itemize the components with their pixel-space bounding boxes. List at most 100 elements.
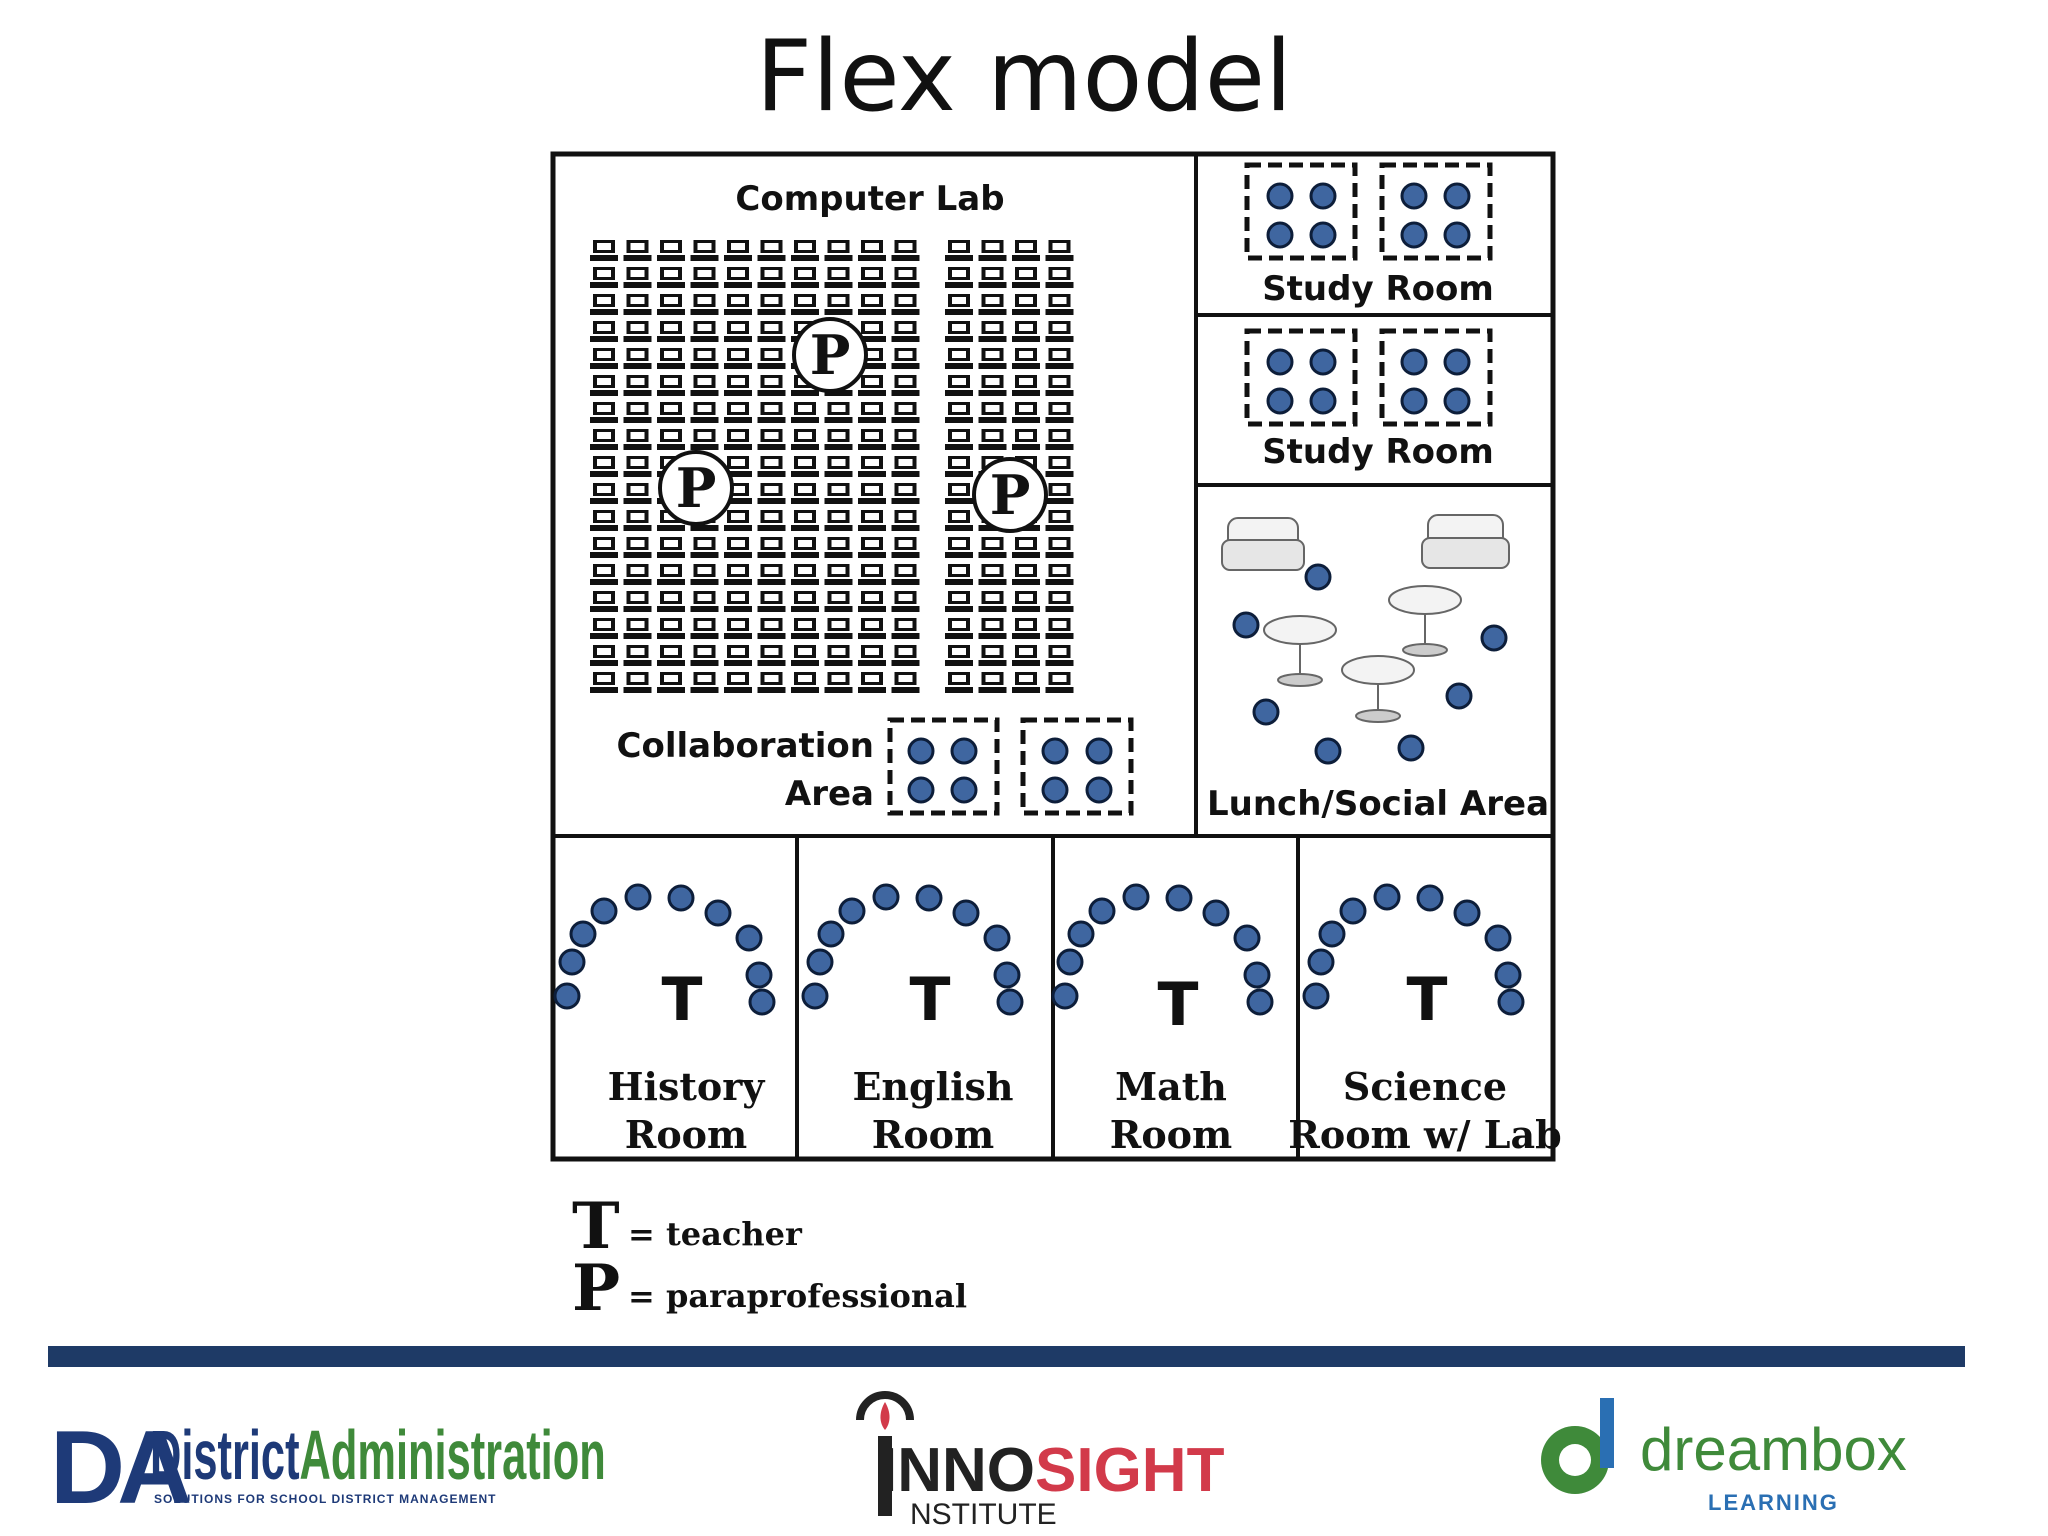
computer-icon: [945, 267, 973, 288]
computer-icon: [978, 375, 1007, 396]
innosight-part1: INNO: [880, 1436, 1035, 1505]
computer-icon: [657, 321, 685, 342]
computer-icon: [945, 348, 973, 369]
student-seat: [801, 982, 829, 1010]
computer-icon: [1012, 348, 1040, 369]
computer-icon: [623, 240, 652, 261]
computer-icon: [590, 510, 618, 531]
computer-icon: [1012, 591, 1040, 612]
student-seat: [1480, 624, 1508, 652]
dreambox-d-icon: [1541, 1398, 1614, 1494]
computer-icon: [891, 402, 920, 423]
computer-icon: [945, 456, 973, 477]
p-mark: P: [810, 323, 851, 387]
computer-icon: [590, 537, 618, 558]
student-seat: [983, 924, 1011, 952]
student-seat: [1246, 988, 1274, 1016]
computer-icon: [891, 645, 920, 666]
computer-icon: [945, 510, 973, 531]
computer-icon: [1045, 483, 1074, 504]
student-seat: [1443, 182, 1471, 210]
science-room-label-2: Room w/ Lab: [1288, 1112, 1561, 1157]
student-seat: [1252, 698, 1280, 726]
student-seat: [1453, 899, 1481, 927]
computer-icon: [657, 429, 685, 450]
teacher-mark: T: [910, 965, 951, 1035]
group-pod: [1379, 328, 1493, 427]
computer-icon: [1045, 240, 1074, 261]
student-seat: [872, 883, 900, 911]
computer-icon: [791, 483, 819, 504]
computer-icon: [623, 321, 652, 342]
student-seat: [1443, 348, 1471, 376]
computer-icon: [858, 645, 886, 666]
history-room-label-2: Room: [625, 1112, 747, 1157]
student-seat: [1314, 737, 1342, 765]
computer-icon: [1012, 645, 1040, 666]
computer-icon: [690, 375, 719, 396]
computer-icon: [657, 591, 685, 612]
computer-icon: [657, 267, 685, 288]
student-seat: [1309, 348, 1337, 376]
computer-icon: [690, 240, 719, 261]
student-seat: [993, 961, 1021, 989]
computer-icon: [858, 456, 886, 477]
innosight-institute-text: NSTITUTE: [910, 1498, 1057, 1531]
computer-icon: [1012, 402, 1040, 423]
lunch-seats: [1232, 563, 1508, 765]
computer-icon: [690, 429, 719, 450]
computer-icon: [724, 240, 752, 261]
legend-text-teacher: = teacher: [628, 1215, 803, 1253]
computer-icon: [858, 564, 886, 585]
student-seat: [907, 737, 935, 765]
computer-icon: [891, 267, 920, 288]
computer-icon: [978, 240, 1007, 261]
da-wordmark: DistrictAdministration: [150, 1420, 606, 1490]
computer-icon: [791, 429, 819, 450]
paraprofessional-marker: P: [972, 457, 1048, 533]
district-administration-logo: DA DistrictAdministration SOLUTIONS FOR …: [50, 1380, 610, 1530]
computer-icon: [824, 618, 853, 639]
sofa-icon: [1221, 517, 1305, 571]
computer-icon: [623, 456, 652, 477]
computer-icon: [1045, 375, 1074, 396]
cafe-table-icon: [1388, 585, 1462, 657]
student-seat: [553, 982, 581, 1010]
computer-icon: [757, 537, 786, 558]
computer-icon: [590, 375, 618, 396]
computer-icon: [690, 564, 719, 585]
page-title: Flex model: [755, 20, 1293, 134]
da-name-part1: District: [150, 1416, 300, 1494]
computer-icon: [757, 267, 786, 288]
paraprofessional-marker: P: [658, 450, 734, 526]
computer-icon: [690, 672, 719, 693]
sofa-icon: [1421, 514, 1510, 569]
computer-icon: [891, 618, 920, 639]
computer-icon: [657, 240, 685, 261]
computer-icon: [945, 564, 973, 585]
collaboration-pods: [887, 717, 1134, 816]
computer-icon: [978, 564, 1007, 585]
computer-icon: [757, 429, 786, 450]
student-seat: [1309, 221, 1337, 249]
computer-icon: [757, 591, 786, 612]
computer-icon: [623, 672, 652, 693]
computer-icon: [858, 267, 886, 288]
computer-icon: [945, 375, 973, 396]
computer-icon: [791, 591, 819, 612]
computer-icon: [757, 456, 786, 477]
computer-icon: [757, 321, 786, 342]
computer-icon: [724, 429, 752, 450]
paraprofessional-marks: P P P: [658, 317, 1048, 533]
student-seat: [748, 988, 776, 1016]
computer-icon: [791, 564, 819, 585]
computer-icon: [657, 618, 685, 639]
dreambox-learning-text: LEARNING: [1708, 1490, 1839, 1515]
student-seat: [1304, 563, 1332, 591]
pod-boundary: [1244, 162, 1358, 261]
da-tagline: SOLUTIONS FOR SCHOOL DISTRICT MANAGEMENT: [154, 1492, 497, 1506]
computer-icon: [657, 564, 685, 585]
student-seat: [704, 899, 732, 927]
student-seat: [1484, 924, 1512, 952]
computer-icon: [757, 402, 786, 423]
